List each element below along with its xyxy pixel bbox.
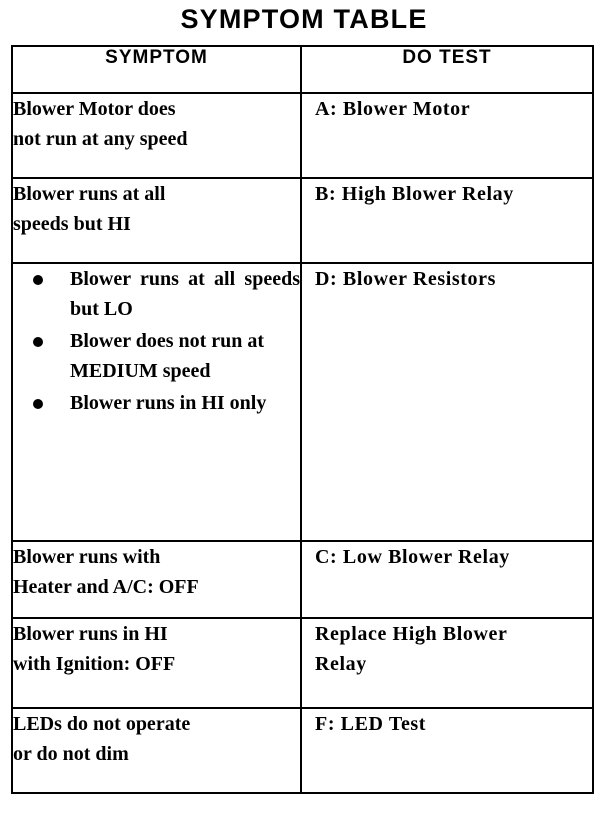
column-header-do-test: DO TEST bbox=[300, 45, 594, 94]
symptom-cell: Blower runs with Heater and A/C: OFF bbox=[11, 540, 302, 619]
bullet-icon bbox=[33, 399, 43, 409]
bullet-label: Blower runs in HI only bbox=[70, 392, 267, 414]
table-row: LEDs do not operate or do not dim F: LED… bbox=[11, 707, 594, 794]
do-test-cell: F: LED Test bbox=[300, 707, 594, 794]
symptom-text: Blower runs in HI with Ignition: OFF bbox=[13, 623, 176, 675]
bullet-icon bbox=[33, 337, 43, 347]
symptom-text: Blower runs at all speeds but HI bbox=[13, 183, 166, 235]
bullet-label: Blower runs at all speeds but LO bbox=[70, 268, 300, 320]
list-item: Blower does not run at MEDIUM speed bbox=[13, 326, 300, 386]
symptom-bullet-list: Blower runs at all speeds but LO Blower … bbox=[13, 264, 300, 418]
table-row: Blower runs at all speeds but LO Blower … bbox=[11, 262, 594, 542]
do-test-text: A: Blower Motor bbox=[315, 98, 471, 120]
symptom-cell: Blower runs at all speeds but HI bbox=[11, 177, 302, 264]
symptom-cell: Blower runs at all speeds but LO Blower … bbox=[11, 262, 302, 542]
do-test-cell: D: Blower Resistors bbox=[300, 262, 594, 542]
symptom-cell: LEDs do not operate or do not dim bbox=[11, 707, 302, 794]
list-item: Blower runs in HI only bbox=[13, 388, 300, 418]
do-test-text: C: Low Blower Relay bbox=[315, 546, 510, 568]
table-row: Blower Motor does not run at any speed A… bbox=[11, 92, 594, 179]
symptom-cell: Blower runs in HI with Ignition: OFF bbox=[11, 617, 302, 709]
do-test-cell: Replace High Blower Relay bbox=[300, 617, 594, 709]
symptom-cell: Blower Motor does not run at any speed bbox=[11, 92, 302, 179]
table-row: Blower runs with Heater and A/C: OFF C: … bbox=[11, 540, 594, 619]
table-header-row: SYMPTOM DO TEST bbox=[11, 45, 594, 94]
page-title: SYMPTOM TABLE bbox=[180, 4, 428, 34]
do-test-cell: C: Low Blower Relay bbox=[300, 540, 594, 619]
do-test-cell: A: Blower Motor bbox=[300, 92, 594, 179]
do-test-cell: B: High Blower Relay bbox=[300, 177, 594, 264]
symptom-text: Blower Motor does not run at any speed bbox=[13, 98, 188, 150]
do-test-text: F: LED Test bbox=[315, 713, 427, 735]
column-header-symptom: SYMPTOM bbox=[11, 45, 302, 94]
table-row: Blower runs at all speeds but HI B: High… bbox=[11, 177, 594, 264]
do-test-text: Replace High Blower Relay bbox=[315, 623, 508, 675]
do-test-text: D: Blower Resistors bbox=[315, 268, 496, 290]
symptom-table: SYMPTOM DO TEST Blower Motor does not ru… bbox=[11, 45, 594, 794]
symptom-text: LEDs do not operate or do not dim bbox=[13, 713, 191, 765]
bullet-label: Blower does not run at MEDIUM speed bbox=[70, 330, 265, 382]
bullet-icon bbox=[33, 275, 43, 285]
table-row: Blower runs in HI with Ignition: OFF Rep… bbox=[11, 617, 594, 709]
list-item: Blower runs at all speeds but LO bbox=[13, 264, 300, 324]
do-test-text: B: High Blower Relay bbox=[315, 183, 514, 205]
symptom-text: Blower runs with Heater and A/C: OFF bbox=[13, 546, 199, 598]
